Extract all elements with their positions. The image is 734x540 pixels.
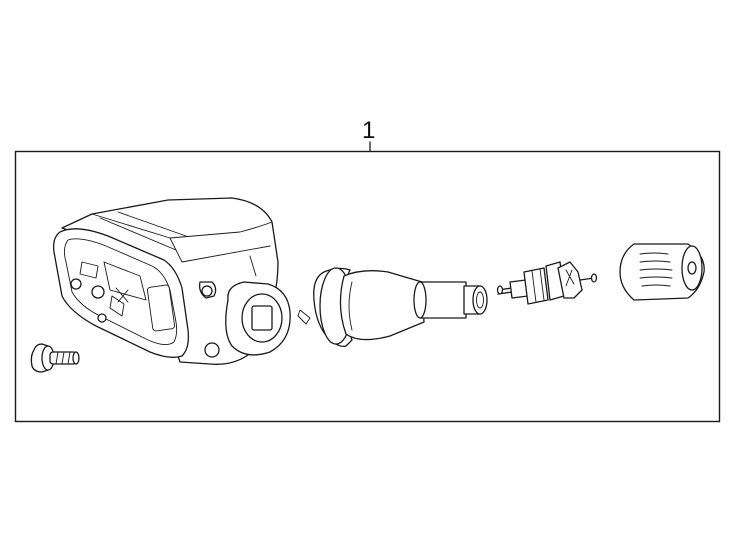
tpms-sensor-body-icon bbox=[52, 197, 291, 365]
valve-core-icon bbox=[496, 261, 598, 305]
valve-stem-icon bbox=[297, 267, 488, 348]
assembly-frame bbox=[14, 150, 721, 423]
valve-cap-icon bbox=[619, 243, 705, 301]
callout-label-1: 1 bbox=[362, 117, 375, 144]
screw-icon bbox=[30, 343, 80, 373]
